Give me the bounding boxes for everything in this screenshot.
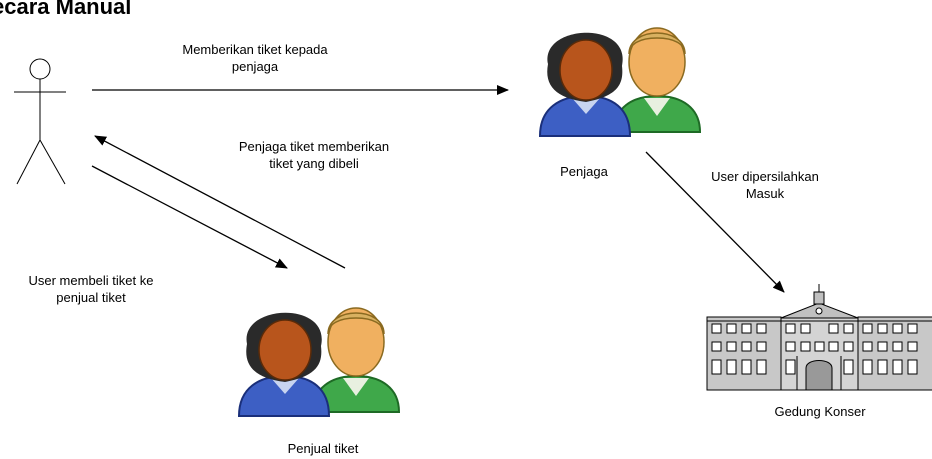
flow-label-user-to-penjaga: Memberikan tiket kepada penjaga: [140, 41, 370, 75]
flow-label-line: Masuk: [745, 186, 785, 201]
penjual-label: Penjual tiket: [287, 441, 359, 456]
flow-label-line: Penjaga tiket memberikan: [238, 139, 390, 154]
diagram-title: ecara Manual: [0, 0, 132, 19]
penjual-people-icon: [237, 307, 401, 417]
flow-label-penjaga-to-gedung: User dipersilahkan Masuk: [680, 168, 850, 202]
flow-label-line: User membeli tiket ke: [28, 273, 154, 288]
penjaga-people-icon: [538, 27, 702, 137]
flow-label-line: User dipersilahkan: [711, 169, 819, 184]
user-actor-icon: [14, 58, 66, 185]
flow-label-line: penjual tiket: [56, 290, 126, 305]
flow-label-line: penjaga: [231, 59, 279, 74]
flow-label-line: Memberikan tiket kepada: [182, 42, 328, 57]
arrow-user-to-penjual: [91, 165, 288, 269]
flow-label-line: tiket yang dibeli: [269, 156, 359, 171]
gedung-label: Gedung Konser: [774, 404, 866, 419]
flow-label-penjual-to-user: Penjaga tiket memberikan tiket yang dibe…: [194, 138, 434, 172]
arrow-penjual-to-user: [94, 135, 346, 269]
flow-label-user-to-penjual: User membeli tiket ke penjual tiket: [0, 272, 182, 306]
arrow-penjaga-to-gedung: [645, 151, 785, 293]
penjaga-label: Penjaga: [560, 164, 608, 179]
building-icon: [706, 284, 932, 391]
